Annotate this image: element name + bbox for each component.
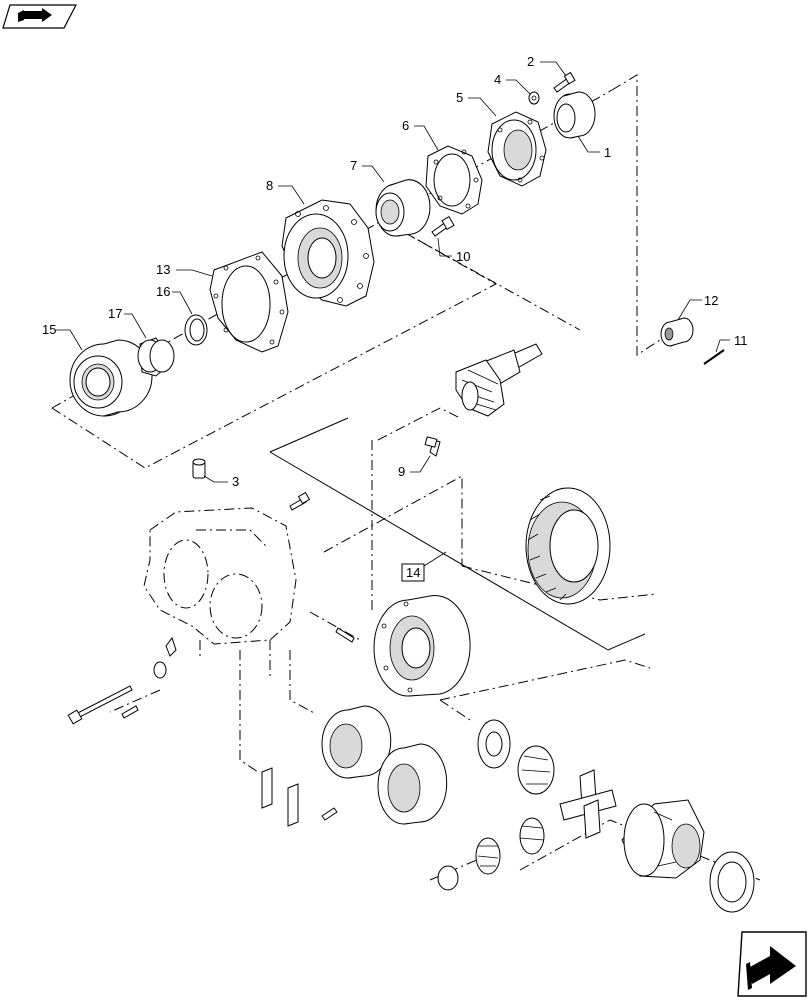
part-7-bearing[interactable]: [375, 179, 431, 237]
part-2-bolt[interactable]: [553, 71, 576, 93]
differential-case[interactable]: [621, 799, 705, 879]
callout-8[interactable]: 8: [266, 178, 273, 193]
callout-11[interactable]: 11: [734, 333, 748, 348]
side-gear-right[interactable]: [519, 817, 545, 855]
callout-leaders: [56, 61, 730, 483]
svg-text:1: 1: [604, 145, 611, 160]
part-5-retainer[interactable]: [487, 111, 547, 187]
thrust-washer-left[interactable]: [477, 719, 511, 769]
part-3-breather[interactable]: [192, 458, 206, 479]
ring-gear[interactable]: [525, 487, 611, 605]
housing-bolts[interactable]: [67, 491, 355, 725]
next-page-arrow-icon[interactable]: [737, 931, 807, 997]
part-12-plug[interactable]: [660, 317, 694, 347]
callout-14[interactable]: 14: [401, 563, 425, 582]
svg-text:10: 10: [456, 249, 470, 264]
svg-text:16: 16: [156, 284, 170, 299]
svg-text:17: 17: [108, 306, 122, 321]
gear-set-bracket: [269, 417, 646, 651]
svg-text:2: 2: [527, 54, 534, 69]
carrier-flange[interactable]: [373, 595, 471, 697]
callout-7[interactable]: 7: [350, 158, 357, 173]
svg-text:6: 6: [402, 118, 409, 133]
svg-text:9: 9: [398, 464, 405, 479]
side-gear-left[interactable]: [517, 745, 555, 795]
side-bearing-cup-right[interactable]: [709, 851, 755, 913]
svg-text:15: 15: [42, 322, 56, 337]
callout-12[interactable]: 12: [704, 293, 718, 308]
book-arrow-icon[interactable]: [2, 4, 77, 29]
callout-13[interactable]: 13: [156, 262, 170, 277]
side-bearing[interactable]: [321, 705, 392, 779]
part-9-bolt[interactable]: [424, 436, 441, 457]
svg-text:14: 14: [406, 565, 420, 580]
part-16-snap-ring[interactable]: [184, 314, 208, 346]
part-4-washer[interactable]: [528, 91, 540, 105]
pinion-gear[interactable]: [455, 343, 543, 417]
callout-9[interactable]: 9: [398, 464, 405, 479]
svg-text:4: 4: [494, 72, 501, 87]
part-6-gasket[interactable]: [425, 145, 483, 215]
svg-text:3: 3: [232, 474, 239, 489]
callout-16[interactable]: 16: [156, 284, 170, 299]
pinion-mate-gear[interactable]: [475, 837, 501, 875]
svg-text:13: 13: [156, 262, 170, 277]
callout-10[interactable]: 10: [456, 249, 470, 264]
svg-text:12: 12: [704, 293, 718, 308]
svg-text:8: 8: [266, 178, 273, 193]
callout-15[interactable]: 15: [42, 322, 56, 337]
callout-4[interactable]: 4: [494, 72, 501, 87]
svg-text:5: 5: [456, 90, 463, 105]
callout-6[interactable]: 6: [402, 118, 409, 133]
part-8-housing[interactable]: [281, 199, 375, 307]
callout-1[interactable]: 1: [604, 145, 611, 160]
part-10-bolt[interactable]: [431, 215, 455, 237]
part-17-bearing-cup[interactable]: [137, 337, 175, 377]
part-15-bearing[interactable]: [69, 339, 153, 417]
axle-housing: [143, 507, 297, 660]
part-1-seal[interactable]: [553, 91, 596, 139]
part-13-gasket[interactable]: [209, 251, 289, 353]
svg-text:11: 11: [734, 333, 748, 348]
svg-text:7: 7: [350, 158, 357, 173]
lock-plates[interactable]: [261, 767, 338, 827]
thrust-washer-small[interactable]: [437, 865, 459, 891]
callout-17[interactable]: 17: [108, 306, 122, 321]
callout-2[interactable]: 2: [527, 54, 534, 69]
part-11-pin[interactable]: [703, 349, 725, 365]
callout-5[interactable]: 5: [456, 90, 463, 105]
spider-cross[interactable]: [559, 769, 617, 839]
bearing-adjuster[interactable]: [377, 743, 448, 825]
callout-3[interactable]: 3: [232, 474, 239, 489]
